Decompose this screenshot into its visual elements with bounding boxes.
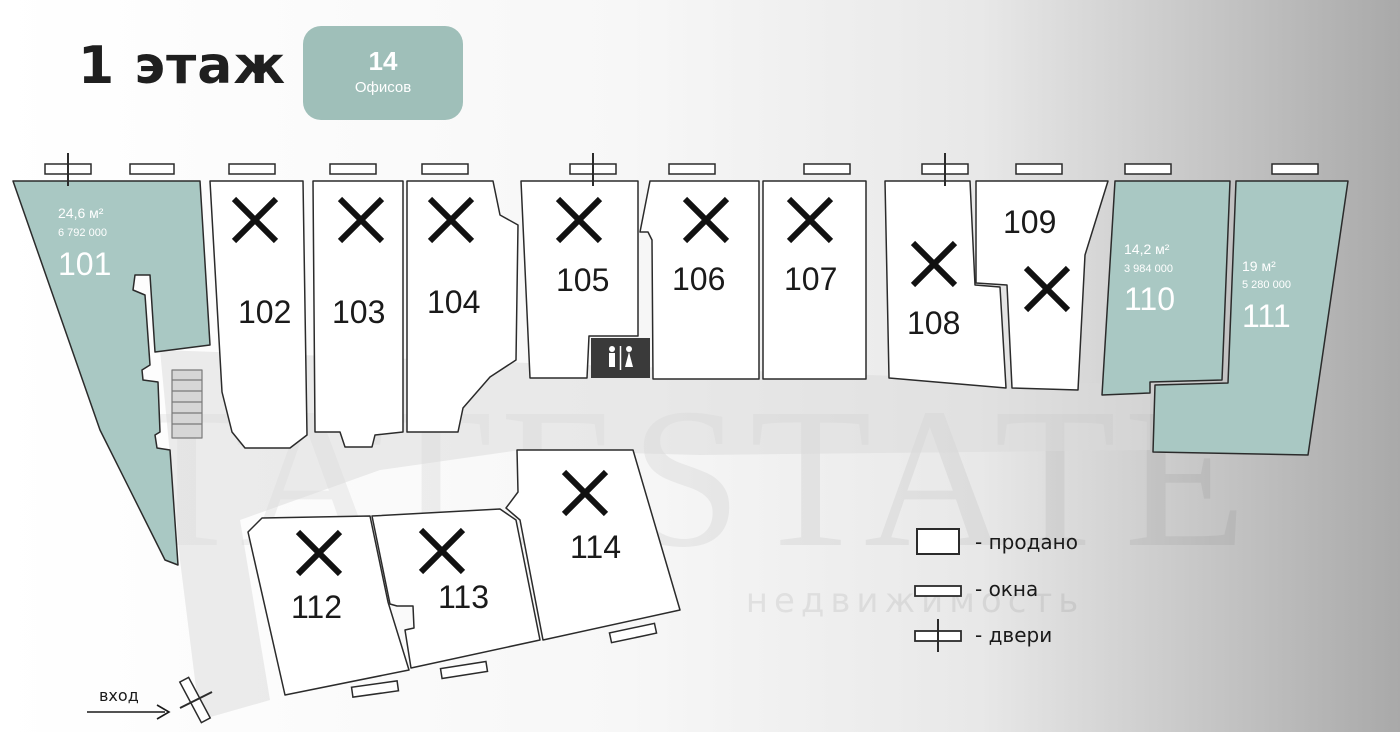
legend-windows-label: - окна — [975, 577, 1038, 601]
entrance: вход — [87, 686, 171, 720]
room-111-area: 19 м² — [1242, 258, 1276, 274]
floor-title: 1 этаж — [78, 36, 287, 96]
restroom-icon — [591, 338, 650, 378]
legend-sold-swatch — [916, 528, 960, 555]
offices-count-label: Офисов — [354, 79, 412, 96]
room-113[interactable] — [371, 508, 541, 669]
room-110-price: 3 984 000 — [1124, 263, 1173, 275]
room-111-price: 5 280 000 — [1242, 279, 1291, 291]
watermark-sub: недвижимость — [746, 581, 1085, 621]
legend: - продано - окна - двери — [914, 528, 1078, 652]
room-102[interactable] — [209, 180, 308, 449]
room-104-number: 104 — [427, 284, 480, 320]
room-104[interactable] — [406, 180, 519, 433]
window — [350, 680, 400, 698]
offices-count: 14 — [368, 46, 398, 76]
room-110-area: 14,2 м² — [1124, 241, 1170, 257]
room-105-number: 105 — [556, 262, 609, 298]
room-103-number: 103 — [332, 294, 385, 330]
x-icon — [682, 196, 730, 244]
room-108-number: 108 — [907, 305, 960, 341]
room-101-price: 6 792 000 — [58, 227, 107, 239]
room-107[interactable] — [762, 180, 867, 380]
legend-sold-label: - продано — [975, 530, 1078, 554]
room-112[interactable] — [247, 515, 410, 696]
window — [329, 163, 377, 175]
room-111-number: 111 — [1242, 298, 1291, 334]
room-101-number: 101 — [58, 246, 111, 282]
corridor — [160, 350, 1150, 720]
entrance-label: вход — [99, 686, 139, 705]
window — [439, 660, 489, 680]
x-icon — [555, 196, 603, 244]
x-icon — [337, 196, 385, 244]
room-106[interactable] — [639, 180, 760, 380]
offices-count-badge: 14 Офисов — [303, 26, 463, 120]
room-105[interactable] — [520, 180, 639, 379]
arrow-right-icon — [156, 704, 171, 720]
x-icon — [910, 240, 958, 288]
entrance-door — [178, 676, 213, 724]
sold-marks — [231, 196, 1071, 577]
x-icon — [295, 529, 343, 577]
room-111[interactable] — [1152, 180, 1349, 456]
x-icon — [561, 469, 609, 517]
staircase — [171, 369, 203, 439]
window — [421, 163, 469, 175]
x-icon — [427, 196, 475, 244]
x-icon — [231, 196, 279, 244]
x-icon — [418, 527, 466, 575]
x-icon — [786, 196, 834, 244]
room-112-number: 112 — [291, 589, 342, 625]
window — [668, 163, 716, 175]
room-110[interactable] — [1101, 180, 1231, 396]
window — [803, 163, 851, 175]
room-114[interactable] — [505, 449, 681, 641]
window — [1015, 163, 1063, 175]
room-114-number: 114 — [570, 529, 621, 565]
room-108[interactable] — [884, 180, 1007, 389]
room-107-number: 107 — [784, 261, 837, 297]
room-109-number: 109 — [1003, 204, 1056, 240]
x-icon — [1023, 265, 1071, 313]
window — [228, 163, 276, 175]
legend-window-swatch — [914, 585, 962, 597]
window — [1124, 163, 1172, 175]
room-101[interactable] — [12, 180, 211, 566]
room-113-number: 113 — [438, 579, 489, 615]
window — [129, 163, 175, 175]
window — [608, 622, 658, 644]
doors — [67, 153, 946, 724]
room-106-number: 106 — [672, 261, 725, 297]
room-110-number: 110 — [1124, 281, 1175, 317]
room-103[interactable] — [312, 180, 404, 448]
room-101-area: 24,6 м² — [58, 205, 104, 221]
window — [1271, 163, 1319, 175]
legend-doors-label: - двери — [975, 623, 1052, 647]
room-102-number: 102 — [238, 294, 291, 330]
